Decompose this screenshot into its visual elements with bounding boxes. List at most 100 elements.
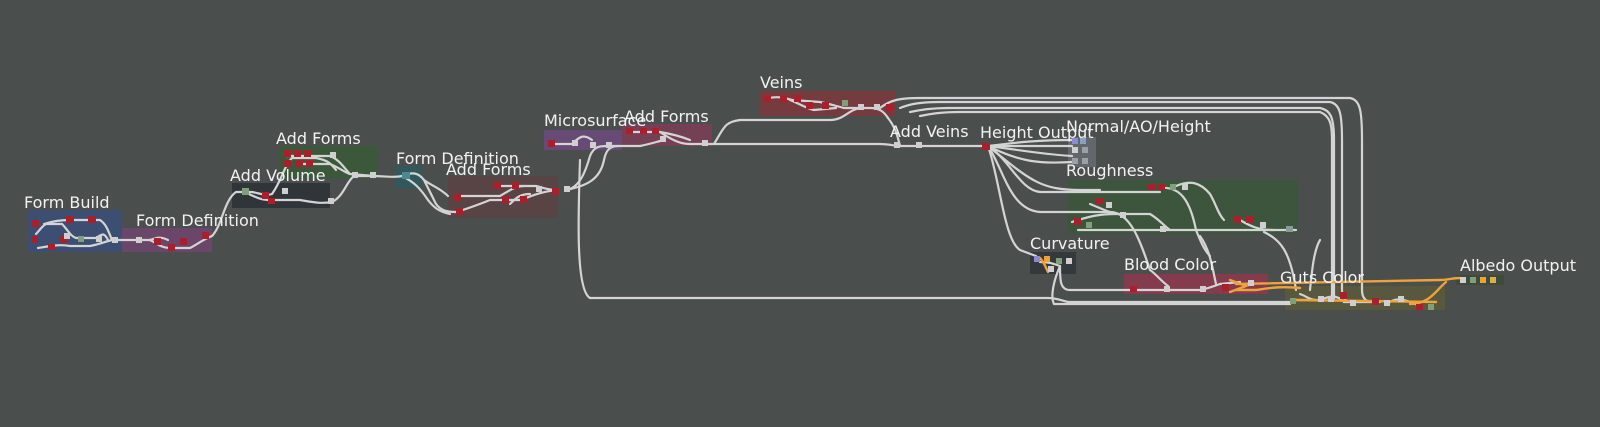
node[interactable] [1260,222,1266,228]
node[interactable] [1384,300,1390,306]
node[interactable] [1460,277,1466,283]
node[interactable] [764,95,771,102]
node[interactable] [154,238,161,245]
node[interactable] [640,128,647,134]
node[interactable] [136,237,142,243]
node[interactable] [1480,277,1486,283]
node[interactable] [1372,298,1379,305]
node[interactable] [1072,138,1078,144]
node[interactable] [370,172,376,178]
node[interactable] [858,104,864,110]
node[interactable] [1286,226,1293,232]
node[interactable] [1290,298,1296,304]
node[interactable] [1470,277,1476,283]
node[interactable] [1082,147,1088,153]
node[interactable] [454,194,461,201]
node[interactable] [1074,218,1081,225]
node[interactable] [894,142,900,148]
node[interactable] [494,182,501,189]
node[interactable] [242,188,249,195]
node[interactable] [1120,212,1126,218]
node[interactable] [1428,304,1434,310]
node[interactable] [284,150,291,157]
node[interactable] [660,136,666,142]
node[interactable] [1182,184,1188,190]
node[interactable] [294,150,301,157]
node[interactable] [842,100,848,106]
node[interactable] [1106,202,1112,208]
node[interactable] [874,104,880,110]
node[interactable] [1318,296,1324,302]
node[interactable] [330,152,336,158]
node[interactable] [1416,304,1423,310]
node[interactable] [1222,284,1229,291]
node[interactable] [1340,292,1347,299]
node[interactable] [352,172,358,178]
node[interactable] [552,188,559,195]
node[interactable] [1234,216,1241,223]
node[interactable] [1248,280,1254,286]
node[interactable] [780,95,787,102]
node[interactable] [572,140,578,146]
node[interactable] [402,172,410,179]
node[interactable] [916,142,922,148]
node[interactable] [180,238,187,245]
node[interactable] [1086,222,1092,228]
node[interactable] [606,142,612,148]
node[interactable] [1328,296,1334,302]
node[interactable] [536,186,542,192]
node[interactable] [1164,286,1170,292]
node[interactable] [626,128,633,134]
node[interactable] [702,140,708,146]
node[interactable] [1096,198,1103,204]
node[interactable] [806,102,813,109]
node[interactable] [1080,138,1086,144]
node[interactable] [1056,258,1062,264]
node[interactable] [306,160,313,167]
node[interactable] [60,236,67,243]
node[interactable] [32,220,39,227]
node[interactable] [1490,277,1496,283]
node[interactable] [520,196,527,203]
node[interactable] [31,236,38,243]
frame-add-volume[interactable] [232,183,330,208]
node[interactable] [1044,256,1050,262]
node[interactable] [1072,147,1078,153]
node[interactable] [1350,300,1356,306]
node[interactable] [268,198,275,204]
node[interactable] [456,208,463,215]
node[interactable] [1082,158,1088,164]
node[interactable] [1200,286,1206,292]
node[interactable] [886,104,893,111]
node[interactable] [96,236,102,242]
node[interactable] [304,150,311,157]
node[interactable] [1170,184,1176,190]
node[interactable] [1158,184,1165,190]
node[interactable] [1072,158,1078,164]
node[interactable] [548,140,555,147]
node[interactable] [64,233,70,239]
node[interactable] [652,128,659,134]
node[interactable] [112,237,118,243]
node[interactable] [48,244,55,250]
node[interactable] [1160,226,1166,232]
node[interactable] [88,216,96,223]
node[interactable] [794,95,801,102]
node[interactable] [1130,286,1137,292]
node[interactable] [564,186,570,192]
node[interactable] [328,198,334,204]
node[interactable] [590,142,596,148]
node[interactable] [282,188,288,194]
node[interactable] [502,196,509,203]
node[interactable] [262,192,269,199]
node[interactable] [1246,216,1253,223]
node[interactable] [982,143,990,150]
node[interactable] [296,160,303,167]
node[interactable] [1066,258,1072,264]
node[interactable] [1034,256,1040,262]
node[interactable] [512,182,519,189]
node[interactable] [1148,184,1155,190]
node[interactable] [66,216,74,223]
node[interactable] [168,244,175,251]
